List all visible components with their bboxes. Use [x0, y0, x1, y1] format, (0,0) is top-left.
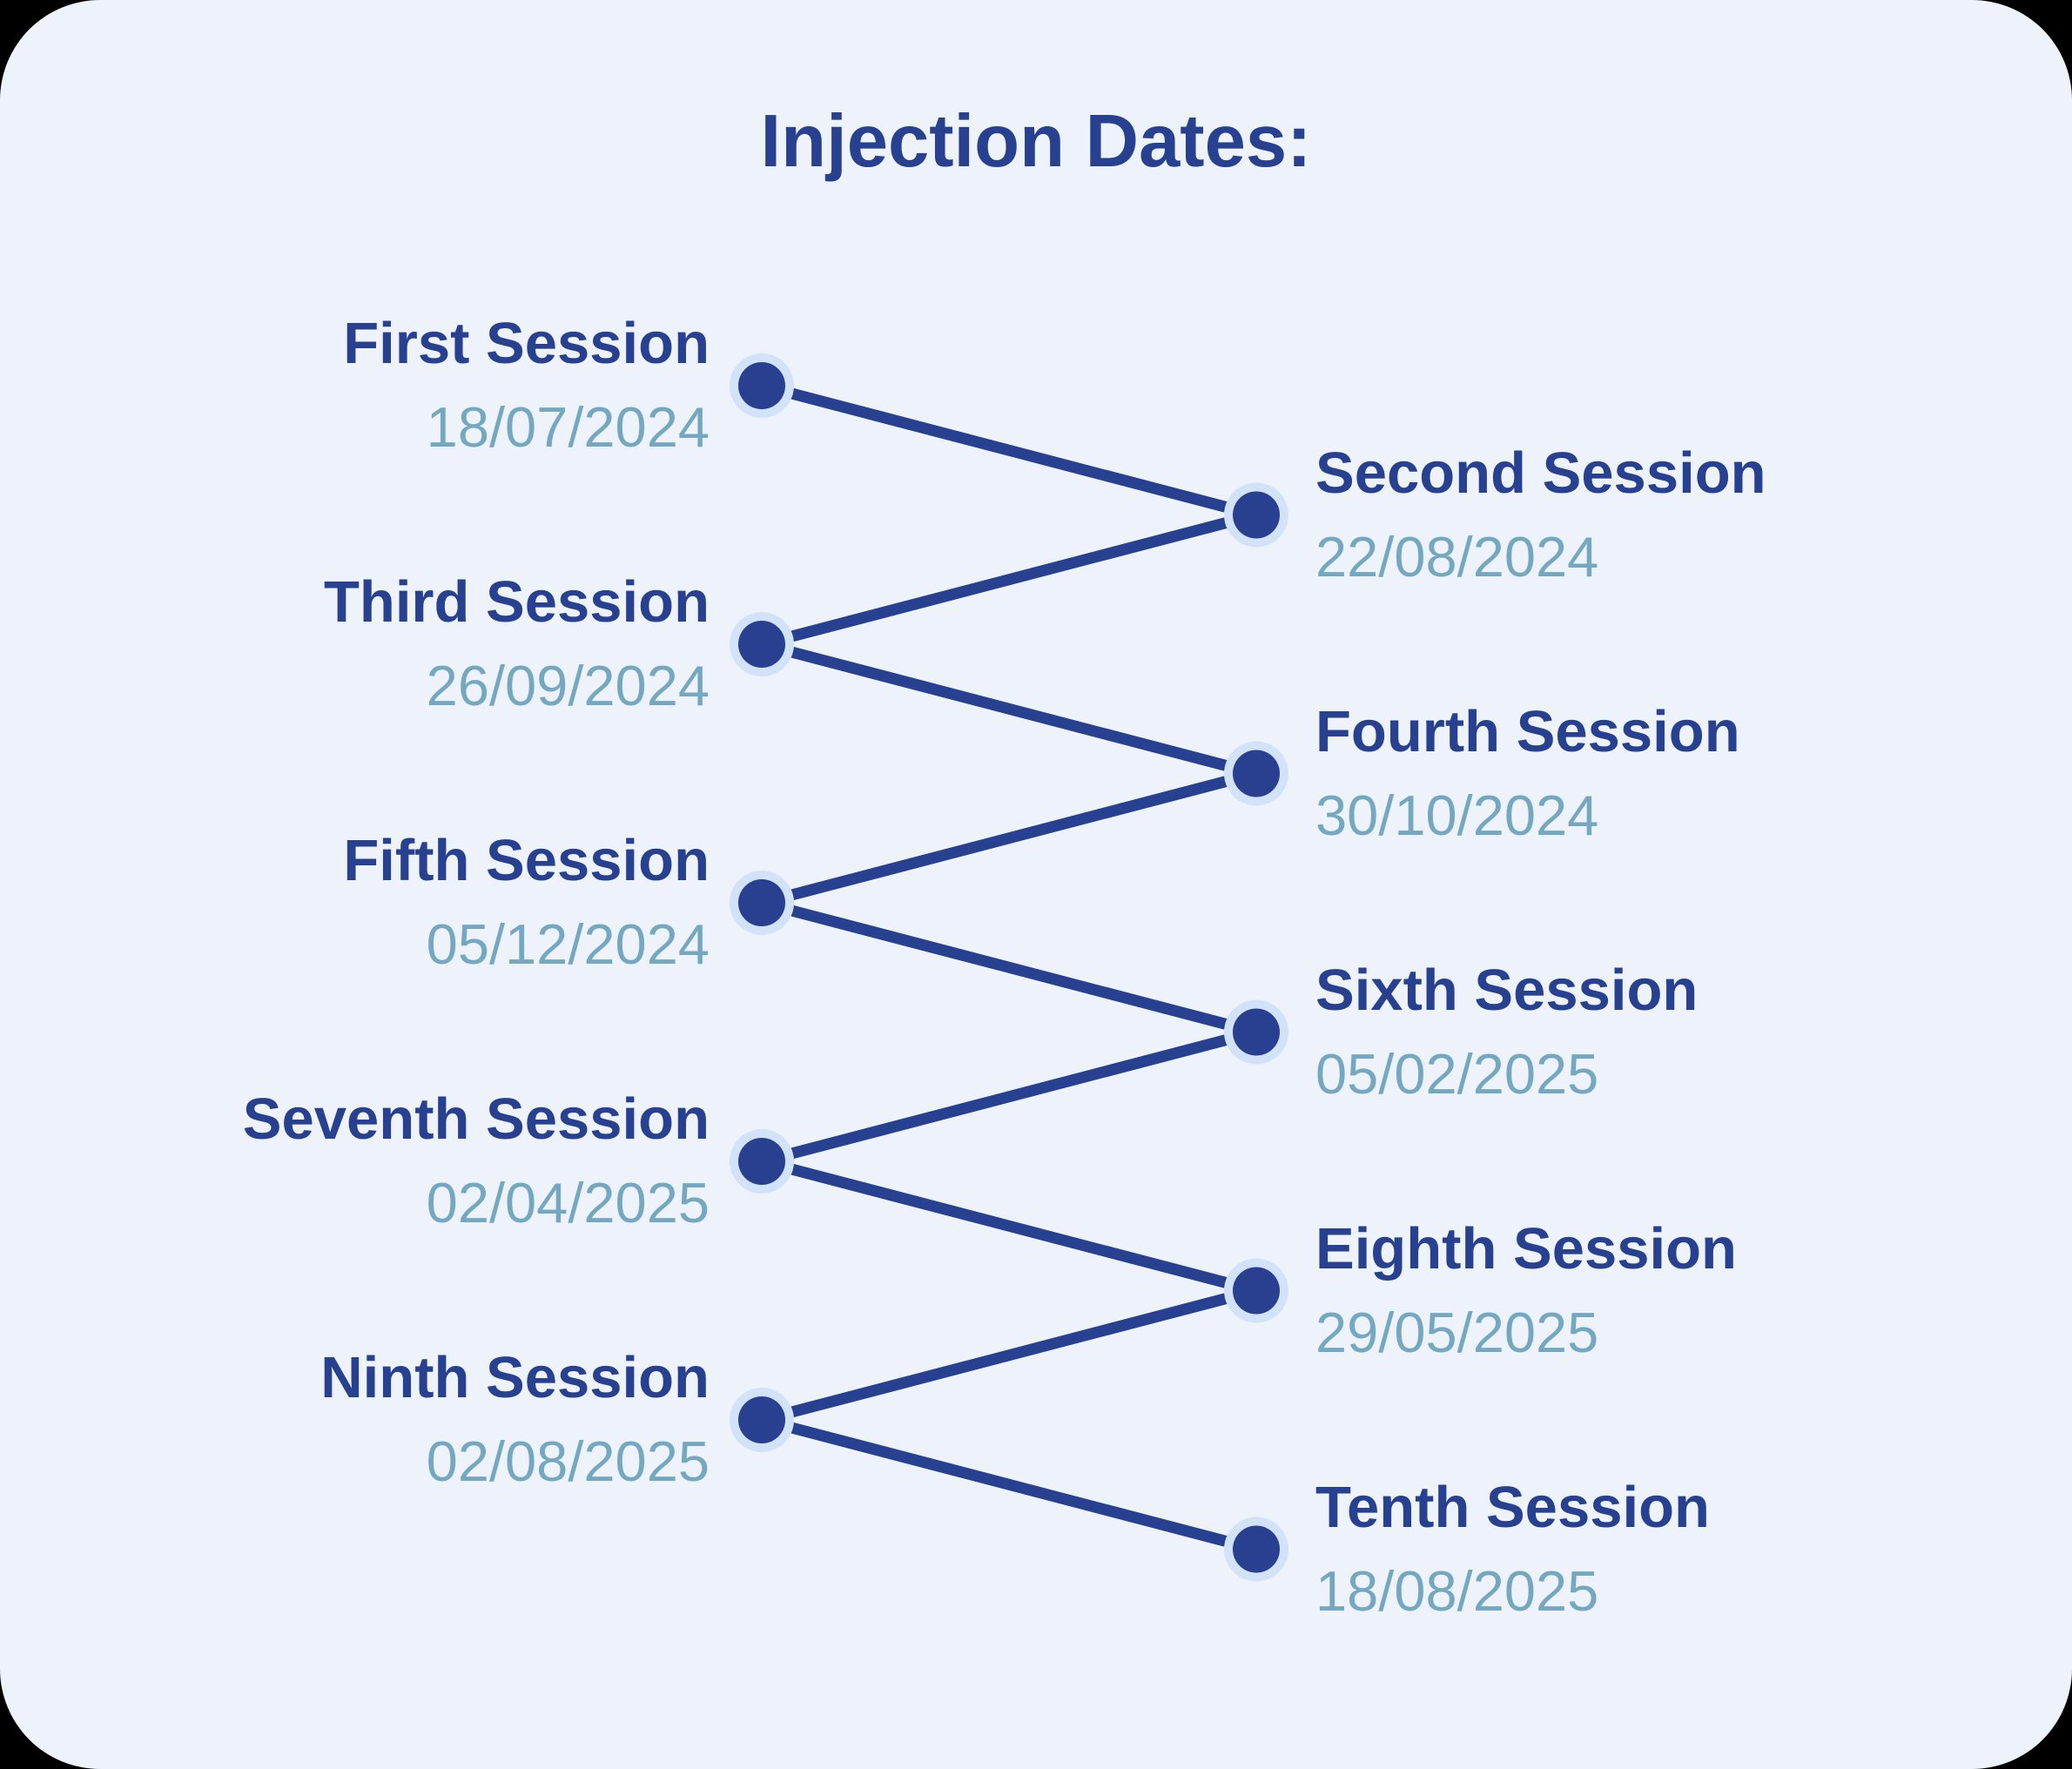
timeline-dot: [1233, 491, 1280, 539]
session-title: Fifth Session: [343, 828, 710, 893]
session-date: 02/08/2025: [426, 1429, 710, 1493]
session-date: 02/04/2025: [426, 1171, 710, 1234]
timeline-dot: [1233, 1525, 1280, 1573]
session-title: First Session: [343, 311, 710, 376]
session-item-first: First Session 18/07/2024: [343, 302, 710, 469]
session-title: Ninth Session: [320, 1345, 710, 1410]
session-item-seventh: Seventh Session 02/04/2025: [243, 1078, 710, 1245]
session-item-eighth: Eighth Session 29/05/2025: [1315, 1207, 1737, 1375]
session-title: Third Session: [323, 569, 710, 635]
timeline-dot: [1233, 750, 1280, 797]
session-date: 29/05/2025: [1315, 1300, 1599, 1364]
timeline-dot: [738, 1138, 785, 1185]
timeline-dot: [1233, 1267, 1280, 1315]
timeline-dot: [738, 621, 785, 668]
session-item-third: Third Session 26/09/2024: [324, 561, 710, 728]
session-title: Seventh Session: [242, 1086, 710, 1152]
session-date: 18/08/2025: [1315, 1558, 1599, 1623]
timeline-dot: [738, 362, 785, 409]
session-item-ninth: Ninth Session 02/08/2025: [320, 1336, 710, 1503]
session-title: Second Session: [1315, 440, 1766, 506]
timeline-dot: [738, 879, 785, 926]
session-date: 05/02/2025: [1315, 1041, 1599, 1106]
page-title: Injection Dates:: [760, 100, 1312, 183]
timeline-dot: [738, 1396, 785, 1443]
session-date: 30/10/2024: [1315, 783, 1599, 847]
session-date: 26/09/2024: [426, 654, 710, 717]
session-item-fourth: Fourth Session 30/10/2024: [1315, 690, 1740, 858]
session-item-sixth: Sixth Session 05/02/2025: [1315, 949, 1698, 1116]
session-date: 22/08/2024: [1315, 524, 1599, 589]
session-date: 18/07/2024: [426, 395, 710, 459]
session-title: Sixth Session: [1315, 957, 1699, 1023]
session-title: Eighth Session: [1315, 1215, 1737, 1281]
session-item-second: Second Session 22/08/2024: [1315, 432, 1766, 599]
session-item-tenth: Tenth Session 18/08/2025: [1315, 1466, 1710, 1633]
timeline-dot: [1233, 1008, 1280, 1056]
session-item-fifth: Fifth Session 05/12/2024: [343, 819, 710, 986]
timeline-connector: [739, 380, 1279, 1555]
session-title: Tenth Session: [1315, 1474, 1710, 1540]
session-title: Fourth Session: [1315, 698, 1740, 764]
session-date: 05/12/2024: [426, 912, 710, 976]
